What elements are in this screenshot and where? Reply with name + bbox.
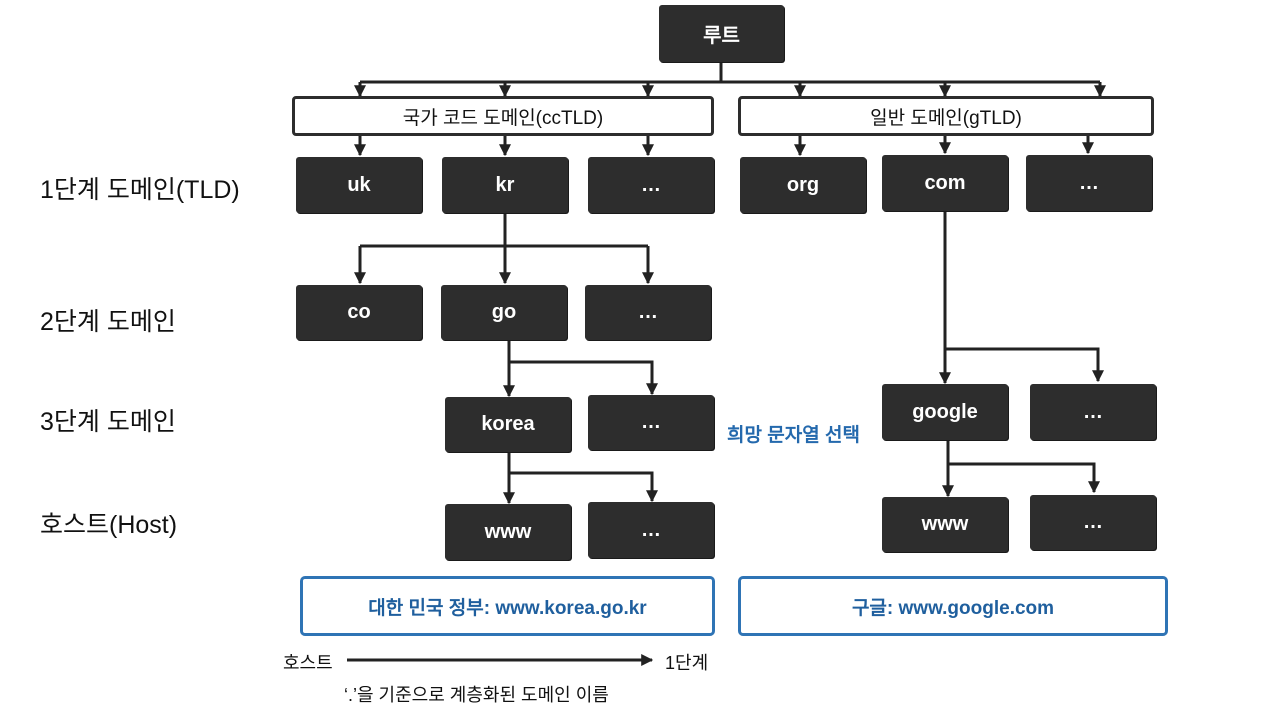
- axis-left-label: 호스트: [283, 653, 333, 673]
- axis-right-label: 1단계: [665, 653, 709, 673]
- node-google: google: [882, 384, 1008, 440]
- node-cc-more: …: [588, 157, 714, 213]
- node-co: co: [296, 285, 422, 340]
- level-label-second: 2단계 도메인: [40, 308, 176, 336]
- node-google-www: www: [882, 497, 1008, 552]
- root-node: 루트: [659, 5, 784, 62]
- node-kr: kr: [442, 157, 568, 213]
- node-google-host-more: …: [1030, 495, 1156, 550]
- example-google-domain: 구글: www.google.com: [738, 576, 1168, 636]
- cctld-group: 국가 코드 도메인(ccTLD): [292, 96, 714, 136]
- node-org: org: [740, 157, 866, 213]
- example-korea-domain: 대한 민국 정부: www.korea.go.kr: [300, 576, 715, 636]
- node-com: com: [882, 155, 1008, 211]
- level-label-third: 3단계 도메인: [40, 408, 176, 436]
- level-label-host: 호스트(Host): [40, 511, 178, 539]
- choice-note: 희망 문자열 선택: [727, 425, 860, 446]
- node-go: go: [441, 285, 567, 340]
- node-korea-host-more: …: [588, 502, 714, 558]
- axis-caption: ‘.’을 기준으로 계층화된 도메인 이름: [344, 685, 609, 705]
- gtld-group: 일반 도메인(gTLD): [738, 96, 1154, 136]
- node-korea-www: www: [445, 504, 571, 560]
- node-korea: korea: [445, 397, 571, 452]
- node-second-more: …: [585, 285, 711, 340]
- level-label-tld: 1단계 도메인(TLD): [40, 176, 240, 204]
- node-third-more: …: [588, 395, 714, 450]
- node-uk: uk: [296, 157, 422, 213]
- node-google-sibling-more: …: [1030, 384, 1156, 440]
- node-g-more: …: [1026, 155, 1152, 211]
